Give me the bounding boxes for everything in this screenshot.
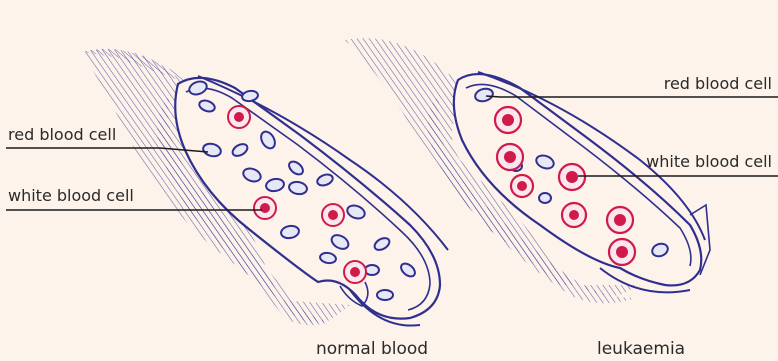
white-blood-cell [228,106,250,128]
white-blood-cell [495,107,521,133]
white-blood-cell [344,261,366,283]
caption-normal-blood: normal blood [316,341,428,358]
caption-leukaemia: leukaemia [597,341,685,358]
label-red-blood-cell-leukaemia: red blood cell [664,76,772,92]
white-blood-cell [559,164,585,190]
white-blood-cell [607,207,633,233]
label-white-blood-cell-normal: white blood cell [8,188,134,204]
white-blood-cell [322,204,344,226]
white-blood-cell [562,203,586,227]
red-blood-cell [539,193,551,203]
white-blood-cell [497,144,523,170]
white-blood-cell [511,175,533,197]
white-blood-cell [609,239,635,265]
red-blood-cell [365,265,379,275]
white-blood-cell [254,197,276,219]
red-blood-cell [377,290,393,300]
red-blood-cell [241,90,258,103]
label-red-blood-cell-normal: red blood cell [8,127,116,143]
label-white-blood-cell-leukaemia: white blood cell [646,154,772,170]
